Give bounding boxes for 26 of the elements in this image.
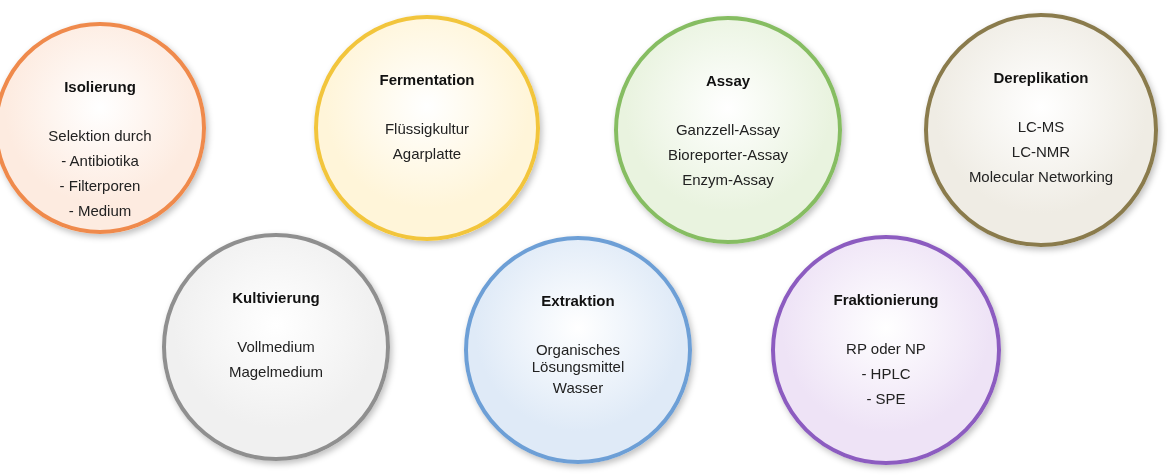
step-item: Bioreporter-Assay: [667, 145, 788, 165]
step-item: Agarplatte: [392, 144, 462, 164]
step-heading: Extraktion: [541, 292, 615, 309]
step-item: Vollmedium: [237, 337, 315, 357]
step-item: Magelmedium: [228, 362, 324, 382]
step-heading: Fraktionierung: [833, 291, 939, 308]
step-item: LC-NMR: [1011, 142, 1071, 162]
step-heading: Assay: [705, 72, 751, 89]
step-item: Organisches Lösungsmittel: [530, 341, 626, 375]
step-item: LC-MS: [1017, 117, 1065, 137]
step-item: Wasser: [552, 378, 604, 398]
step-heading: Dereplikation: [993, 69, 1089, 86]
step-item: - Antibiotika: [61, 151, 139, 171]
step-item: - SPE: [866, 389, 906, 409]
step-item: - Filterporen: [59, 176, 141, 196]
step-item: Ganzzell-Assay: [675, 120, 781, 140]
step-item: Enzym-Assay: [682, 170, 774, 190]
step-heading: Isolierung: [64, 78, 136, 95]
step-item: RP oder NP: [846, 339, 926, 359]
step-item: Molecular Networking: [968, 168, 1114, 185]
step-item: Selektion durch: [48, 126, 152, 146]
step-item: - HPLC: [861, 364, 911, 384]
step-item: Flüssigkultur: [384, 119, 470, 139]
step-heading: Kultivierung: [232, 289, 320, 306]
step-item: - Medium: [68, 201, 132, 221]
step-heading: Fermentation: [379, 71, 475, 88]
